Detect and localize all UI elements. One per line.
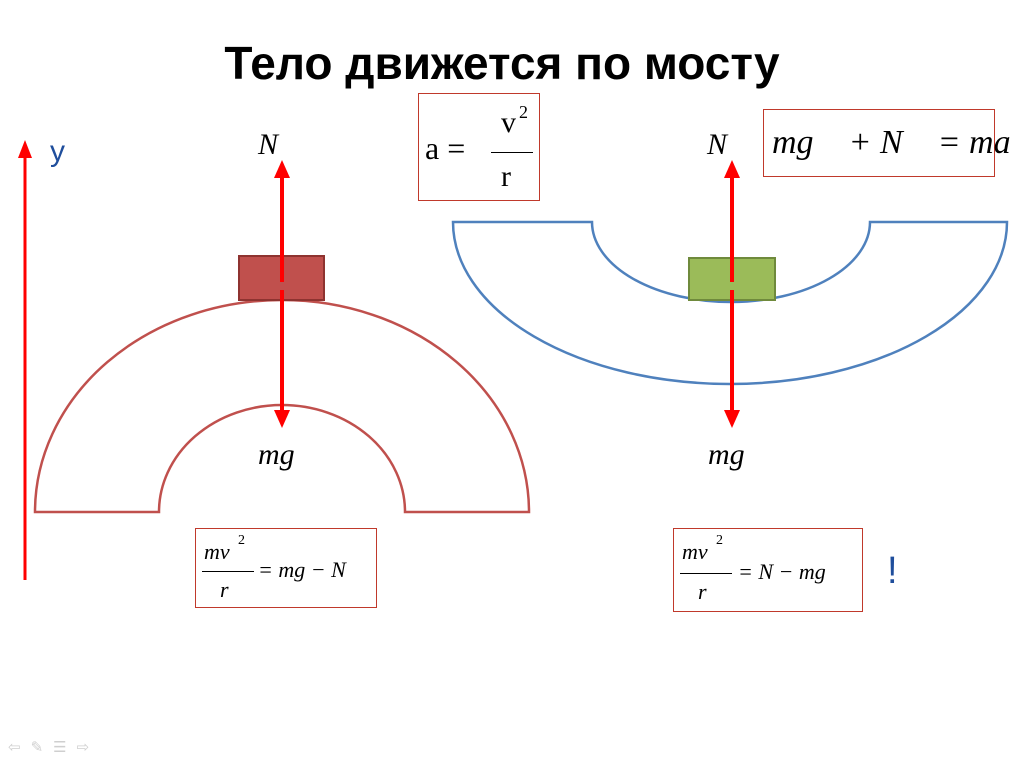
right-gravity-label: mg [708, 438, 745, 471]
newton-law-box: mg⃗ + N⃗ = ma⃗ [763, 109, 1024, 177]
right-eq-num-exp: 2 [716, 533, 723, 548]
right-eq-num: mv [682, 539, 708, 564]
left-normal-arrowhead [274, 160, 290, 178]
right-normal-arrowhead [724, 160, 740, 178]
right-eq-rhs: = N − mg [738, 559, 826, 584]
acceleration-lhs: a = [425, 130, 466, 166]
newton-law-formula: mg⃗ + N⃗ = ma⃗ [772, 124, 1024, 161]
acceleration-num: v [501, 106, 516, 139]
acceleration-den: r [501, 160, 511, 193]
y-axis-label: y [50, 135, 65, 168]
pen-icon[interactable]: ✎ [30, 738, 44, 756]
exclamation-mark: ! [887, 550, 898, 592]
acceleration-fraction-bar [491, 152, 533, 153]
y-axis-arrowhead [18, 140, 32, 158]
left-gravity-label: mg [258, 438, 295, 471]
acceleration-formula-box: a = v 2 r [418, 93, 540, 201]
menu-icon[interactable]: ☰ [53, 738, 67, 756]
slide-title: Тело движется по мосту [224, 37, 780, 89]
right-normal-force-label: N [707, 128, 728, 161]
left-eq-rhs: = mg − N [258, 557, 346, 582]
right-eq-den: r [698, 579, 707, 604]
arrow-right-icon[interactable]: ⇨ [76, 738, 90, 756]
left-gravity-arrowhead [274, 410, 290, 428]
right-equation-box: mv 2 r = N − mg [673, 528, 863, 612]
right-gravity-arrowhead [724, 410, 740, 428]
acceleration-num-exp: 2 [519, 102, 528, 122]
left-eq-den: r [220, 577, 229, 602]
convex-bridge [33, 298, 531, 514]
arrow-left-icon[interactable]: ⇦ [8, 738, 21, 756]
left-eq-num-exp: 2 [238, 533, 245, 548]
left-normal-force-label: N [258, 128, 279, 161]
left-eq-fraction-bar [202, 571, 254, 572]
slide-navigation: ⇦ ✎ ☰ ⇨ [8, 738, 89, 756]
left-equation-box: mv 2 r = mg − N [195, 528, 377, 608]
right-eq-fraction-bar [680, 573, 732, 574]
left-eq-num: mv [204, 539, 230, 564]
